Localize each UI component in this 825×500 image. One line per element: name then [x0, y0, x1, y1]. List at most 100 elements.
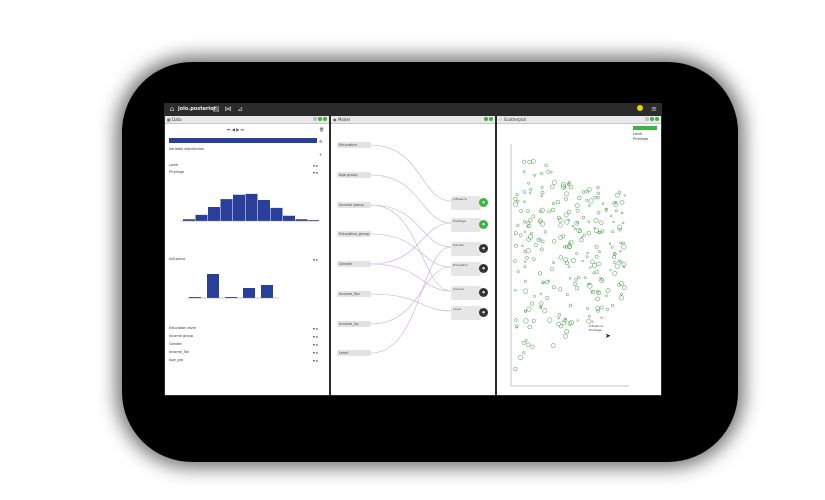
- playback-controls[interactable]: ⏮ ◀ ▶ ⏭: [227, 127, 245, 132]
- output-node[interactable]: Influence: [451, 196, 481, 210]
- scatter-point: [523, 230, 526, 233]
- output-state-indicator[interactable]: ●: [479, 264, 488, 273]
- output-node[interactable]: Income: [451, 286, 481, 300]
- section-income-group-controls[interactable]: ▾ ▸: [313, 334, 319, 339]
- add-icon[interactable]: +: [319, 152, 323, 157]
- settings-icon[interactable]: ⚙: [319, 139, 323, 144]
- scatterplot-pane-header: ⁘ Scatterplot: [497, 116, 661, 124]
- table-icon[interactable]: ▤: [212, 105, 220, 113]
- input-node[interactable]: Level: [337, 350, 371, 356]
- section-gender-controls[interactable]: ▾ ▸: [313, 342, 319, 347]
- section-education[interactable]: Education level: [169, 326, 196, 330]
- scatter-point: [540, 239, 545, 244]
- section-income-group[interactable]: Income group: [169, 334, 194, 338]
- scatter-point: [614, 200, 618, 204]
- scatter-point: [611, 230, 615, 234]
- scatter-point: [550, 207, 556, 213]
- scatter-point: [595, 270, 600, 275]
- scatter-point: [612, 270, 618, 276]
- scatter-point: [524, 339, 528, 342]
- input-node[interactable]: Income_5bi: [337, 291, 371, 297]
- scatter-point: [550, 343, 556, 348]
- input-node[interactable]: Income group: [337, 202, 371, 208]
- scatter-point: [539, 209, 543, 213]
- section-level-controls[interactable]: ▾ ▸: [313, 163, 319, 168]
- scatter-point: [539, 301, 544, 306]
- scatterplot-canvas[interactable]: [497, 124, 661, 394]
- influence-histogram-bar: [207, 274, 219, 298]
- scatter-pane-controls[interactable]: [644, 117, 659, 122]
- privilege-histogram-bar: [183, 219, 195, 221]
- input-node[interactable]: Education_group: [337, 231, 371, 237]
- input-node[interactable]: Education: [337, 142, 371, 148]
- scatter-point: [596, 290, 602, 295]
- chart-icon[interactable]: ⊿: [237, 105, 243, 113]
- section-privilege-controls[interactable]: ▾ ▸: [313, 170, 319, 175]
- scatter-point: [574, 220, 580, 226]
- scatter-point: [568, 241, 572, 245]
- model-pane-controls[interactable]: [483, 117, 493, 122]
- scatter-point: [512, 201, 518, 207]
- scatter-point: [527, 224, 532, 228]
- scatter-point: [596, 195, 600, 199]
- scatter-point: [596, 309, 600, 313]
- scatter-point: [613, 202, 618, 207]
- input-node[interactable]: Income_5q: [337, 321, 371, 327]
- hover-tooltip-line: Influence: [589, 324, 603, 328]
- scatter-point: [601, 202, 605, 205]
- section-education-controls[interactable]: ▾ ▸: [313, 326, 319, 331]
- output-node[interactable]: Privilege: [451, 218, 481, 232]
- scatter-point: [605, 294, 608, 297]
- scatter-point: [587, 283, 593, 289]
- scatter-point: [558, 324, 563, 329]
- scatter-point: [581, 259, 584, 263]
- scatter-point: [560, 184, 567, 190]
- scatter-point: [552, 239, 557, 244]
- scatter-point: [525, 248, 531, 254]
- section-gender[interactable]: Gender: [169, 342, 182, 346]
- scatter-point: [585, 189, 590, 194]
- input-node[interactable]: Gender: [337, 261, 371, 267]
- output-state-indicator[interactable]: ●: [479, 244, 488, 253]
- input-node[interactable]: Age group: [337, 172, 371, 178]
- status-icon[interactable]: [636, 105, 644, 113]
- scatter-point: [533, 173, 536, 177]
- scatter-point: [558, 222, 563, 228]
- section-age-group[interactable]: Age_gro: [169, 358, 184, 362]
- scatter-point: [608, 242, 612, 245]
- scatter-point: [522, 288, 529, 294]
- scatter-point: [558, 287, 563, 292]
- output-state-indicator[interactable]: ●: [479, 198, 488, 207]
- scatter-point: [526, 342, 531, 347]
- section-influence-controls[interactable]: ▾ ▸: [313, 257, 319, 262]
- output-state-indicator[interactable]: ●: [479, 288, 488, 297]
- scatter-point: [593, 195, 597, 200]
- scatter-point: [528, 234, 534, 240]
- section-income-5bi-controls[interactable]: ▾ ▸: [313, 350, 319, 355]
- scatter-point: [582, 233, 586, 237]
- scatter-point: [586, 318, 592, 324]
- pane-controls[interactable]: [312, 117, 327, 122]
- scatter-point: [619, 241, 623, 245]
- scatter-point: [615, 192, 620, 198]
- section-influence[interactable]: Influence: [169, 257, 186, 261]
- menu-icon[interactable]: ≡: [651, 105, 657, 113]
- section-privilege[interactable]: Privilege: [169, 170, 185, 174]
- scatter-point: [614, 209, 618, 213]
- scatter-point: [558, 235, 563, 240]
- privilege-histogram-bar: [283, 215, 295, 221]
- output-state-indicator[interactable]: ●: [479, 220, 488, 229]
- output-node[interactable]: Level: [451, 306, 481, 320]
- scatter-point: [561, 320, 567, 326]
- network-icon[interactable]: ⋈: [224, 105, 232, 113]
- scatter-point: [564, 317, 567, 321]
- output-node[interactable]: Education: [451, 262, 481, 276]
- scatter-point: [579, 237, 584, 243]
- section-age-group-controls[interactable]: ▾ ▸: [313, 358, 319, 363]
- output-state-indicator[interactable]: ●: [479, 308, 488, 317]
- trash-icon[interactable]: 🗑: [319, 127, 325, 132]
- output-node[interactable]: Gender: [451, 242, 481, 256]
- section-income-5bi[interactable]: Income_5bi: [169, 350, 190, 354]
- logo-icon: ⌂: [169, 105, 175, 113]
- section-level[interactable]: Level: [169, 163, 179, 167]
